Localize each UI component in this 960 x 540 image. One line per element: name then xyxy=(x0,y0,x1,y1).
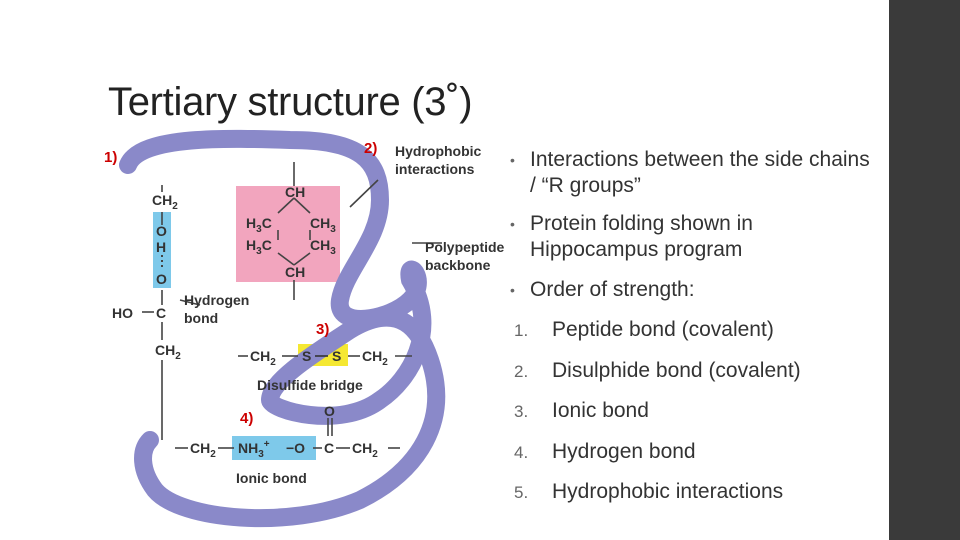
strength-text: Hydrogen bond xyxy=(552,440,696,463)
label-ionic: Ionic bond xyxy=(236,470,307,486)
label-hydrogen-line2: bond xyxy=(184,310,218,326)
chem-ch2-top: CH2 xyxy=(152,192,178,212)
chem-o-bottom: O xyxy=(156,271,167,287)
strength-list-item: 2. Disulphide bond (covalent) xyxy=(514,358,801,385)
chem-c-ionic: C xyxy=(324,440,334,456)
strength-number: 1. xyxy=(514,321,529,340)
bullet-dot: • xyxy=(510,282,515,298)
chem-ch2-disulfide-left: CH2 xyxy=(250,348,276,368)
marker-4: 4) xyxy=(240,410,253,427)
marker-1: 1) xyxy=(104,149,117,166)
strength-number: 5. xyxy=(514,483,529,502)
label-hydrogen-line1: Hydrogen xyxy=(184,292,249,308)
strength-text: Hydrophobic interactions xyxy=(552,480,784,503)
bullet-text: Protein folding shown in Hippocampus pro… xyxy=(530,212,753,261)
chem-ch2-ionic-left: CH2 xyxy=(190,440,216,460)
chem-h: H xyxy=(156,239,166,255)
chem-h3c-1: H3C xyxy=(246,215,272,235)
strength-number: 2. xyxy=(514,362,529,381)
chem-ch-top: CH xyxy=(285,184,305,200)
chem-minus-o: −O xyxy=(286,440,305,456)
strength-number: 4. xyxy=(514,443,529,462)
hydrophobic-box xyxy=(236,186,340,282)
label-backbone-line2: backbone xyxy=(425,257,491,273)
strength-number: 3. xyxy=(514,402,529,421)
marker-3: 3) xyxy=(316,321,329,338)
chem-ch2-disulfide-right: CH2 xyxy=(362,348,388,368)
chem-ho: HO xyxy=(112,305,133,321)
label-backbone-line1: Polypeptide xyxy=(425,239,505,255)
chem-ch2-mid: CH2 xyxy=(155,342,181,362)
right-sidebar-bar xyxy=(889,0,960,540)
strength-text: Peptide bond (covalent) xyxy=(552,318,774,341)
strength-text: Ionic bond xyxy=(552,399,649,422)
label-hydrophobic-line2: interactions xyxy=(395,161,475,177)
bullet-item: • Order of strength: xyxy=(510,277,695,303)
ionic-box xyxy=(232,436,316,460)
polypeptide-backbone xyxy=(119,129,446,528)
chem-s-right: S xyxy=(332,348,341,364)
strength-text: Disulphide bond (covalent) xyxy=(552,359,801,382)
chem-nh3: NH3+ xyxy=(238,439,270,460)
strength-list-item: 5. Hydrophobic interactions xyxy=(514,479,783,506)
chem-ch3-2: CH3 xyxy=(310,237,336,257)
chem-s-left: S xyxy=(302,348,311,364)
chem-c-hbond: C xyxy=(156,305,166,321)
chem-ch-bottom: CH xyxy=(285,264,305,280)
bullet-dot: • xyxy=(510,216,515,232)
chem-ch2-ionic-right: CH2 xyxy=(352,440,378,460)
chem-o-carbonyl: O xyxy=(324,403,335,419)
hbond-box xyxy=(153,212,171,288)
bullet-item: • Protein folding shown in Hippocampus p… xyxy=(510,211,880,263)
chem-o-top: O xyxy=(156,223,167,239)
strength-list-item: 1. Peptide bond (covalent) xyxy=(514,317,774,344)
slide-title: Tertiary structure (3˚) xyxy=(108,80,473,124)
bullet-dot: • xyxy=(510,152,515,168)
strength-list-item: 4. Hydrogen bond xyxy=(514,439,696,466)
chem-ch3-1: CH3 xyxy=(310,215,336,235)
label-disulfide: Disulfide bridge xyxy=(257,377,363,393)
label-hydrophobic-line1: Hydrophobic xyxy=(395,143,482,159)
bullet-text: Interactions between the side chains / “… xyxy=(530,148,870,197)
bullet-text: Order of strength: xyxy=(530,278,695,301)
bullet-item: • Interactions between the side chains /… xyxy=(510,147,880,199)
marker-2: 2) xyxy=(364,140,377,157)
chem-h3c-2: H3C xyxy=(246,237,272,257)
strength-list-item: 3. Ionic bond xyxy=(514,398,649,425)
